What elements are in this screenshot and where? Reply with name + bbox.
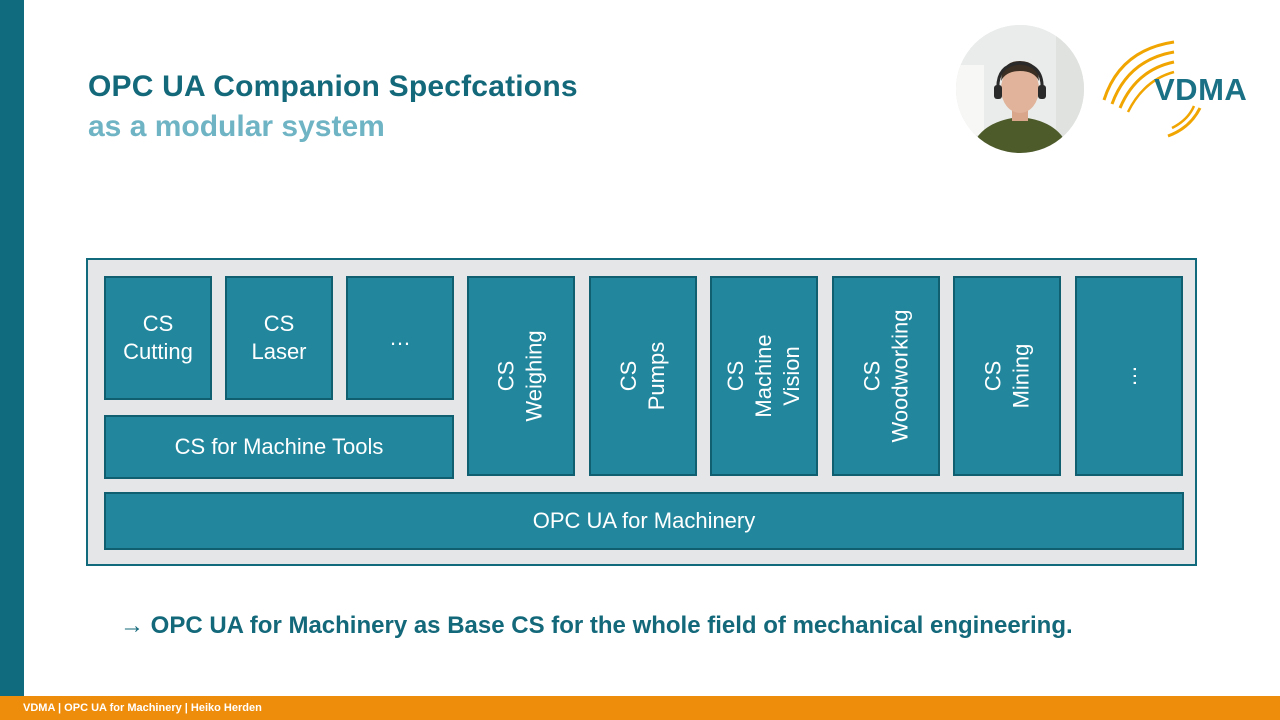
key-statement: → OPC UA for Machinery as Base CS for th… xyxy=(120,612,1073,640)
cs-machine-vision-label: CS Machine Vision xyxy=(723,334,804,418)
modular-diagram-frame: CS Cutting CS Laser … CS for Machine Too… xyxy=(86,258,1197,566)
cs-more-top-label: … xyxy=(389,325,411,350)
cs-cutting-block: CS Cutting xyxy=(104,276,212,400)
cs-weighing-label: CS Weighing xyxy=(493,330,547,422)
cs-more-vertical-block: … xyxy=(1075,276,1183,476)
cs-machine-tools-label: CS for Machine Tools xyxy=(174,434,384,459)
logo-text: VDMA xyxy=(1154,72,1248,107)
slide-subtitle: as a modular system xyxy=(88,110,385,143)
cs-machine-tools-block: CS for Machine Tools xyxy=(104,415,454,479)
cs-cutting-label: CS Cutting xyxy=(123,311,193,364)
cs-laser-block: CS Laser xyxy=(225,276,333,400)
arrow-icon: → xyxy=(120,612,144,639)
opc-ua-machinery-label: OPC UA for Machinery xyxy=(532,508,756,533)
logo-arcs-icon xyxy=(1102,40,1202,138)
vdma-logo: VDMA xyxy=(1098,36,1264,146)
cs-laser-label: CS Laser xyxy=(251,311,307,364)
left-accent-bar xyxy=(0,0,24,696)
opc-ua-machinery-base-block: OPC UA for Machinery xyxy=(104,492,1184,550)
cs-weighing-block: CS Weighing xyxy=(467,276,575,476)
cs-pumps-block: CS Pumps xyxy=(589,276,697,476)
cs-woodworking-label: CS Woodworking xyxy=(859,309,913,443)
cs-machine-vision-block: CS Machine Vision xyxy=(710,276,818,476)
cs-more-top-block: … xyxy=(346,276,454,400)
statement-text: OPC UA for Machinery as Base CS for the … xyxy=(150,612,1073,639)
slide-title: OPC UA Companion Specfcations xyxy=(88,70,578,103)
cs-woodworking-block: CS Woodworking xyxy=(832,276,940,476)
footer-bar: VDMA | OPC UA for Machinery | Heiko Herd… xyxy=(0,696,1280,720)
cs-mining-label: CS Mining xyxy=(980,343,1033,409)
cs-mining-block: CS Mining xyxy=(953,276,1061,476)
cs-pumps-label: CS Pumps xyxy=(615,341,669,411)
presenter-webcam xyxy=(956,25,1084,153)
footer-text: VDMA | OPC UA for Machinery | Heiko Herd… xyxy=(23,702,262,714)
presenter-avatar-image xyxy=(956,25,1084,153)
cs-more-vertical-label: … xyxy=(1116,365,1141,387)
